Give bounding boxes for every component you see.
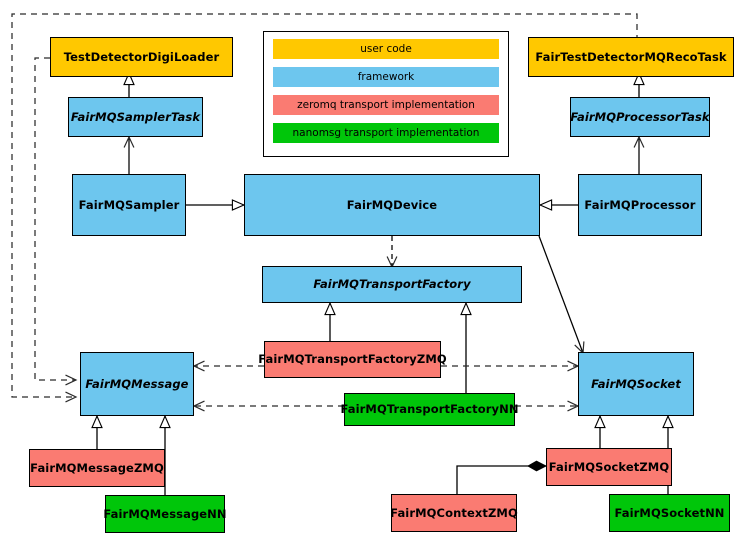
class-label: FairMQSocketZMQ (548, 459, 670, 474)
class-label: FairMQSampler (78, 197, 180, 212)
class-label: FairMQMessageZMQ (30, 460, 164, 475)
class-label: FairMQMessageNN (103, 506, 227, 521)
class-label: FairMQProcessorTask (570, 109, 710, 124)
class-node-fair-mq-sampler[interactable]: FairMQSampler (72, 174, 186, 236)
class-node-fair-mq-socket-zmq[interactable]: FairMQSocketZMQ (546, 448, 672, 486)
legend-item-user-code: user code (273, 39, 499, 59)
class-node-fair-mq-message-nn[interactable]: FairMQMessageNN (103, 495, 227, 533)
class-label: FairMQTransportFactoryZMQ (258, 352, 447, 367)
class-label: FairMQMessage (85, 376, 189, 391)
class-label: TestDetectorDigiLoader (63, 49, 220, 64)
legend-item-zeromq: zeromq transport implementation (273, 95, 499, 115)
class-label: FairMQSamplerTask (70, 109, 201, 124)
class-node-fair-mq-transport-factory-nn[interactable]: FairMQTransportFactoryNN (340, 393, 518, 426)
edge-device-socket (538, 235, 585, 355)
legend-label-user-code: user code (360, 43, 412, 55)
class-node-fair-mq-transport-factory[interactable]: FairMQTransportFactory (262, 266, 522, 303)
class-label: FairMQContextZMQ (390, 505, 518, 520)
legend-item-nanomsg: nanomsg transport implementation (273, 123, 499, 143)
legend-label-framework: framework (357, 71, 415, 83)
class-node-fair-mq-processor[interactable]: FairMQProcessor (578, 174, 702, 236)
class-node-fair-mq-message[interactable]: FairMQMessage (80, 352, 194, 416)
class-label: FairTestDetectorMQRecoTask (535, 49, 727, 64)
legend-label-nanomsg: nanomsg transport implementation (292, 127, 480, 139)
class-node-test-detector-digi-loader[interactable]: TestDetectorDigiLoader (50, 37, 233, 77)
class-node-fair-mq-device[interactable]: FairMQDevice (244, 174, 540, 236)
class-label: FairMQSocketNN (614, 505, 725, 520)
class-node-fair-mq-socket-nn[interactable]: FairMQSocketNN (609, 494, 730, 532)
class-label: FairMQProcessor (584, 197, 696, 212)
class-node-fair-mq-sampler-task[interactable]: FairMQSamplerTask (68, 97, 203, 137)
class-label: FairMQTransportFactoryNN (340, 402, 519, 417)
class-label: FairMQDevice (346, 197, 438, 212)
class-node-fair-mq-processor-task[interactable]: FairMQProcessorTask (570, 97, 710, 137)
class-node-fair-mq-message-zmq[interactable]: FairMQMessageZMQ (29, 449, 165, 487)
class-node-fair-mq-context-zmq[interactable]: FairMQContextZMQ (390, 494, 518, 532)
class-node-fair-test-detector-mq-reco-task[interactable]: FairTestDetectorMQRecoTask (528, 37, 734, 77)
class-node-fair-mq-transport-factory-zmq[interactable]: FairMQTransportFactoryZMQ (258, 341, 447, 378)
class-node-fair-mq-socket[interactable]: FairMQSocket (578, 352, 694, 416)
class-label: FairMQTransportFactory (313, 277, 471, 292)
legend-item-framework: framework (273, 67, 499, 87)
legend-panel: user code framework zeromq transport imp… (263, 31, 509, 157)
edge-contextzmq-socketzmq (456, 466, 546, 495)
legend-label-zeromq: zeromq transport implementation (297, 99, 475, 111)
class-label: FairMQSocket (591, 376, 681, 391)
